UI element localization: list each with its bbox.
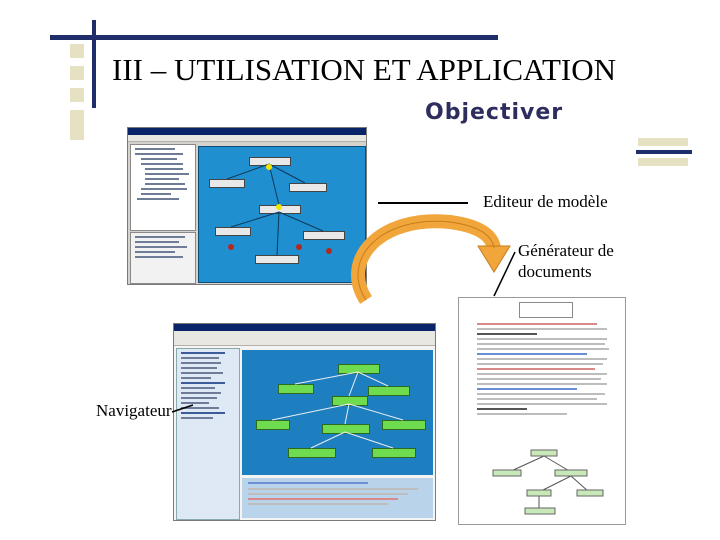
navigator-sidebar (176, 348, 240, 520)
navigator-titlebar (174, 324, 435, 331)
decor-left-block-2 (70, 66, 84, 80)
navigator-diagram-node[interactable] (332, 396, 368, 406)
pointer-line-icon (493, 251, 516, 297)
navigator-diagram-node[interactable] (288, 448, 336, 458)
navigator-menubar (174, 331, 435, 346)
editor-diagram-node[interactable] (303, 231, 345, 240)
decor-left-block-4 (70, 110, 84, 140)
editor-diagram-links (226, 163, 332, 256)
editor-diagram-node[interactable] (255, 255, 299, 264)
decor-left-vertical-bar (92, 20, 96, 108)
editor-diagram-node[interactable] (289, 183, 327, 192)
curved-arrow-icon (477, 245, 511, 273)
generated-document-screenshot (458, 297, 626, 525)
navigator-diagram-node[interactable] (322, 424, 370, 434)
brand-logo: Objectiver (425, 100, 564, 125)
navigator-diagram-node[interactable] (372, 448, 416, 458)
slide-title: III – UTILISATION ET APPLICATION (112, 52, 616, 87)
editor-label: Editeur de modèle (483, 192, 608, 211)
navigator-diagram-node[interactable] (256, 420, 290, 430)
decor-right-block-1 (638, 138, 688, 146)
decor-top-bar (50, 35, 498, 40)
document-diagram (492, 449, 604, 515)
decor-right-block-2 (638, 158, 688, 166)
navigator-diagram-links (271, 371, 404, 449)
navigator-diagram-node[interactable] (368, 386, 410, 396)
document-header-box (519, 302, 573, 318)
navigator-diagram-node[interactable] (382, 420, 426, 430)
navigator-screenshot (173, 323, 436, 521)
generator-label-line1: Générateur de (518, 241, 614, 260)
navigator-canvas[interactable] (242, 350, 433, 475)
editor-properties-pane (130, 232, 196, 284)
curved-arrow-icon (351, 214, 501, 304)
navigator-diagram-node[interactable] (278, 384, 314, 394)
navigator-detail-panel (242, 478, 433, 518)
decor-left-block-1 (70, 44, 84, 58)
editor-diagram-node[interactable] (209, 179, 245, 188)
model-editor-screenshot (127, 127, 367, 285)
editor-titlebar (128, 128, 366, 135)
navigator-diagram-node[interactable] (338, 364, 380, 374)
generator-label-line2: documents (518, 262, 592, 281)
editor-diagram-node[interactable] (215, 227, 251, 236)
decor-right-bar (636, 150, 692, 154)
decor-left-block-3 (70, 88, 84, 102)
editor-canvas[interactable] (198, 146, 366, 283)
editor-tree-pane (130, 144, 196, 231)
editor-menubar (128, 135, 366, 142)
navigator-label: Navigateur (96, 401, 172, 420)
pointer-line-icon (171, 404, 194, 413)
